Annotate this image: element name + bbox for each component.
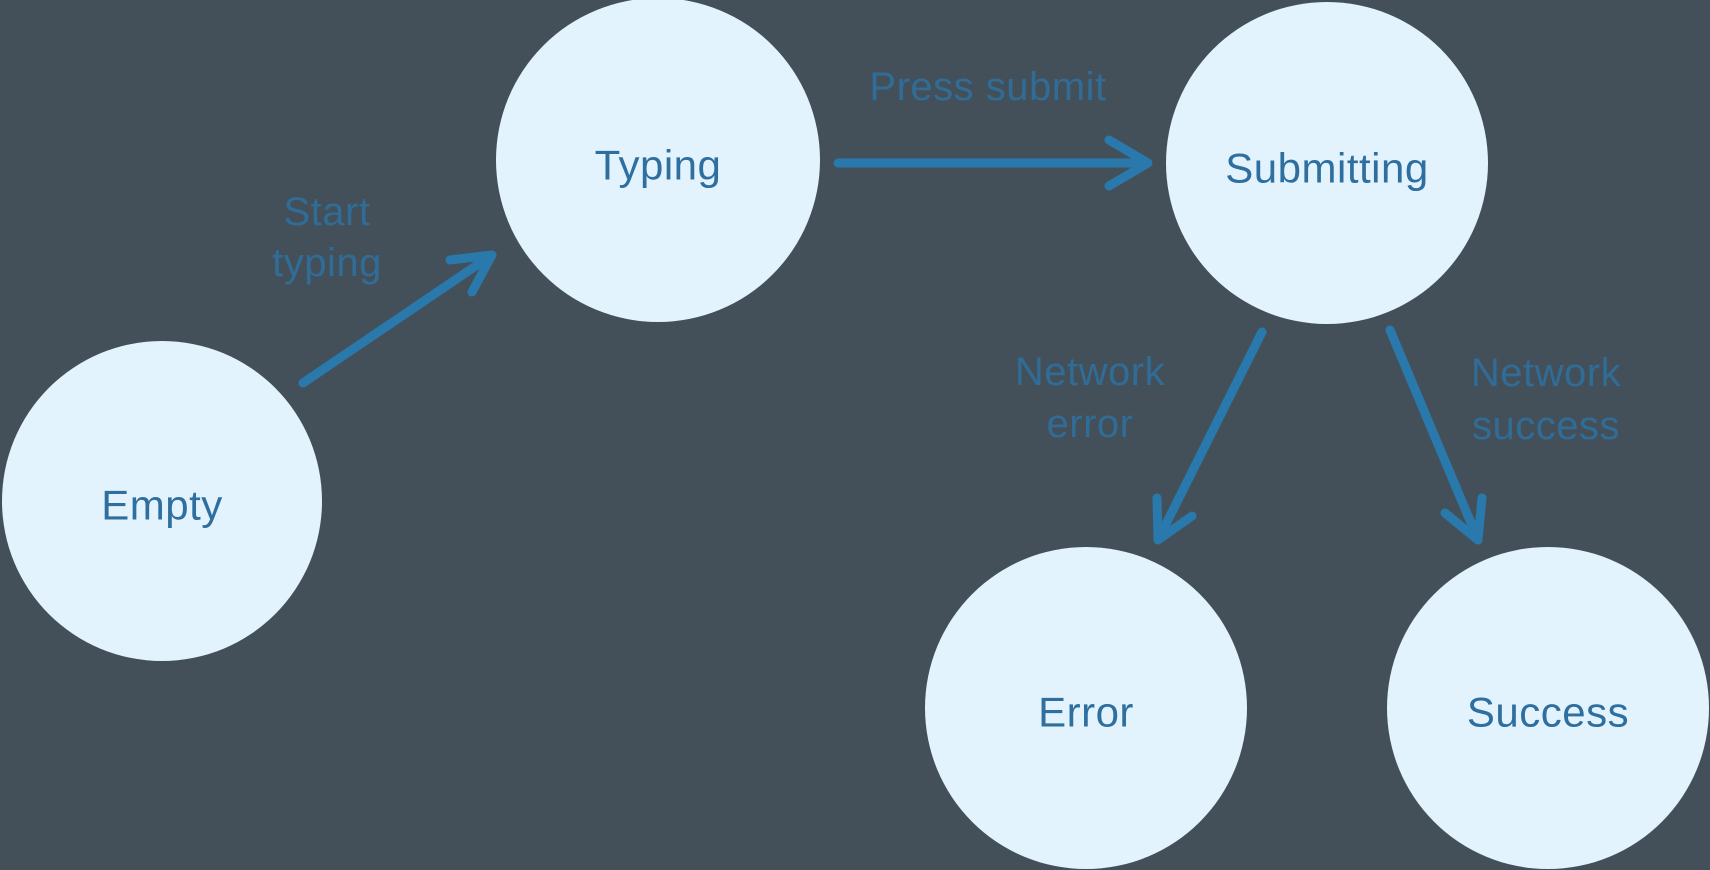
state-success-label: Success	[1467, 689, 1629, 736]
arrowhead-icon	[445, 250, 497, 297]
transition-network-success-label-line1: Network	[1471, 351, 1622, 395]
state-success: Success	[1387, 547, 1709, 869]
transition-network-success: Network success	[1385, 325, 1622, 545]
state-error-circle	[925, 547, 1247, 869]
arrowhead-icon	[1440, 493, 1487, 545]
transition-network-error-label-line2: error	[1047, 402, 1134, 446]
transition-start-typing: Start typing	[272, 190, 497, 388]
state-submitting-circle	[1166, 2, 1488, 324]
transition-network-error: Network error	[1015, 327, 1267, 545]
arrowhead-icon	[1152, 493, 1197, 545]
state-empty-circle	[2, 341, 322, 661]
state-error: Error	[925, 547, 1247, 869]
transition-network-success-label-line2: success	[1472, 404, 1620, 448]
transition-press-submit: Press submit	[833, 65, 1153, 191]
state-submitting: Submitting	[1166, 2, 1488, 324]
transition-press-submit-label: Press submit	[869, 65, 1106, 109]
transition-start-typing-label-line2: typing	[272, 241, 382, 285]
transition-start-typing-label-line1: Start	[284, 190, 371, 234]
arrow-submitting-to-success	[1385, 325, 1479, 535]
arrow-empty-to-typing	[298, 254, 491, 388]
state-error-label: Error	[1038, 689, 1134, 736]
state-submitting-label: Submitting	[1225, 145, 1428, 192]
state-typing-circle	[496, 0, 820, 322]
state-empty: Empty	[2, 341, 322, 661]
state-success-circle	[1387, 547, 1709, 869]
arrow-submitting-to-error	[1157, 327, 1267, 537]
state-typing-label: Typing	[595, 142, 722, 189]
state-empty-label: Empty	[101, 482, 223, 529]
arrowhead-icon	[1104, 135, 1153, 191]
state-typing: Typing	[496, 0, 820, 322]
transition-network-error-label-line1: Network	[1015, 350, 1166, 394]
